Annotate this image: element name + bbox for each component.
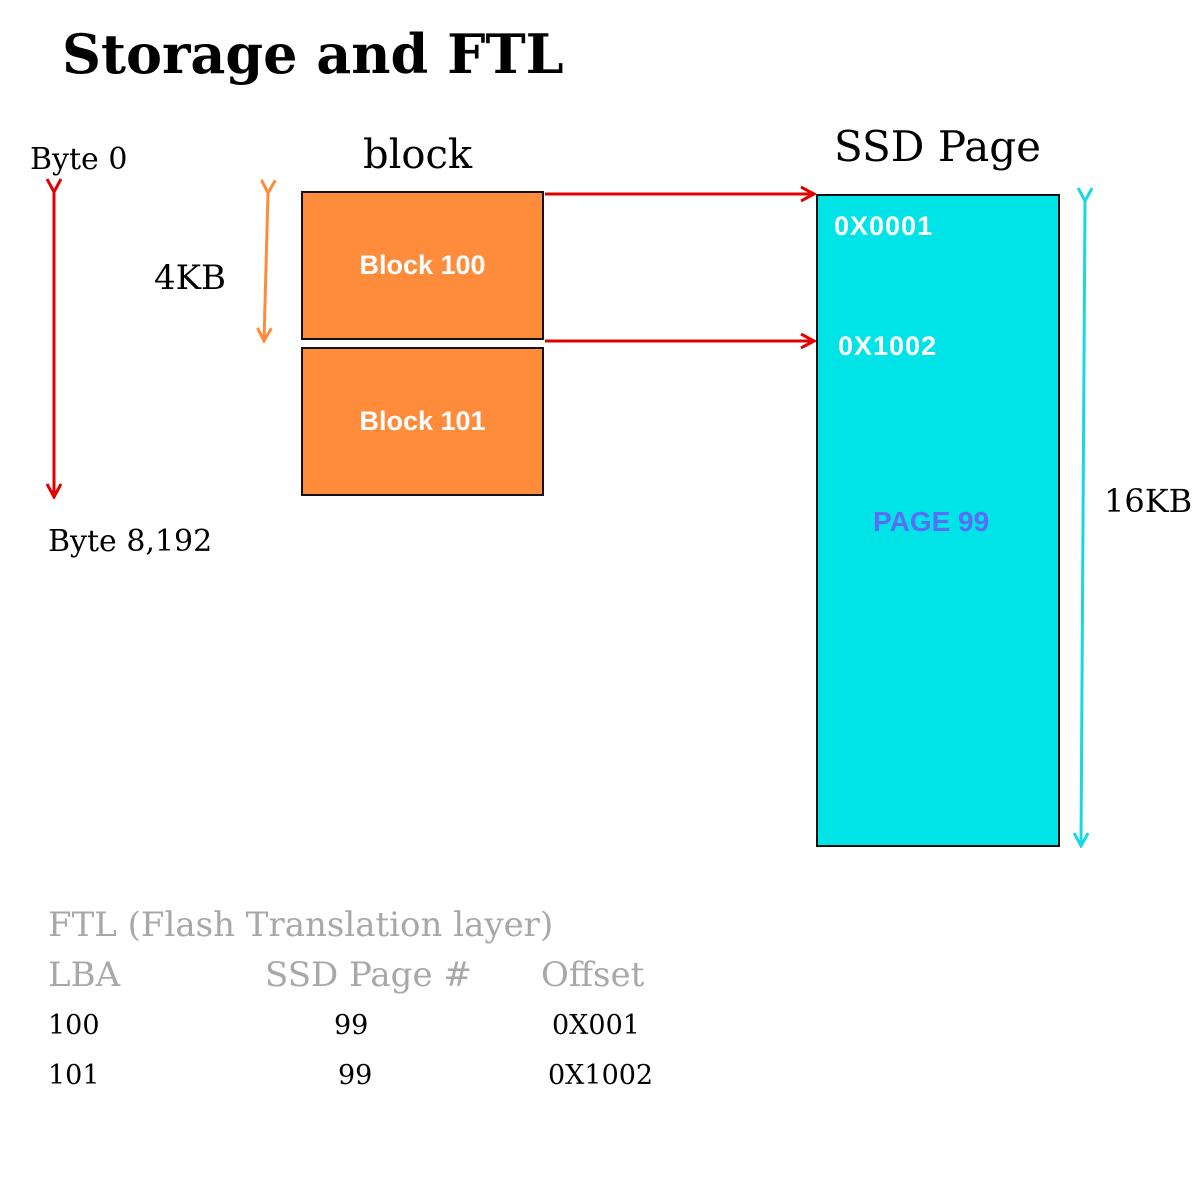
block-100-box: Block 100 [301, 191, 544, 340]
block-101-box: Block 101 [301, 347, 544, 496]
ftl-row-2-lba: 101 [48, 1060, 100, 1091]
block-100-label: Block 100 [359, 250, 486, 280]
ssd-page-heading: SSD Page [834, 122, 1041, 171]
ftl-row-2-page: 99 [338, 1060, 373, 1091]
page-99-label: PAGE 99 [873, 506, 990, 537]
byte-end-label: Byte 8,192 [48, 524, 213, 559]
ftl-column-offset: Offset [541, 955, 645, 995]
block-size-label: 4KB [154, 258, 227, 298]
ftl-row-1-offset: 0X001 [552, 1010, 640, 1041]
block-size-arrow [264, 193, 268, 341]
ftl-row-2-offset: 0X1002 [548, 1060, 654, 1091]
ftl-title: FTL (Flash Translation layer) [48, 905, 554, 945]
ftl-row-1-page: 99 [334, 1010, 369, 1041]
ssd-page-box: 0X0001 0X1002 PAGE 99 [816, 194, 1060, 847]
offset-label-2: 0X1002 [838, 331, 938, 361]
ftl-column-lba: LBA [48, 955, 121, 995]
diagram-title: Storage and FTL [62, 22, 564, 86]
block-heading: block [363, 132, 473, 178]
page-size-arrow [1081, 201, 1085, 846]
ftl-column-page: SSD Page # [265, 955, 472, 995]
block-101-label: Block 101 [359, 406, 486, 436]
page-size-label: 16KB [1104, 482, 1193, 520]
offset-label-1: 0X0001 [834, 211, 934, 241]
ftl-row-1-lba: 100 [48, 1010, 100, 1041]
byte-start-label: Byte 0 [30, 142, 128, 177]
